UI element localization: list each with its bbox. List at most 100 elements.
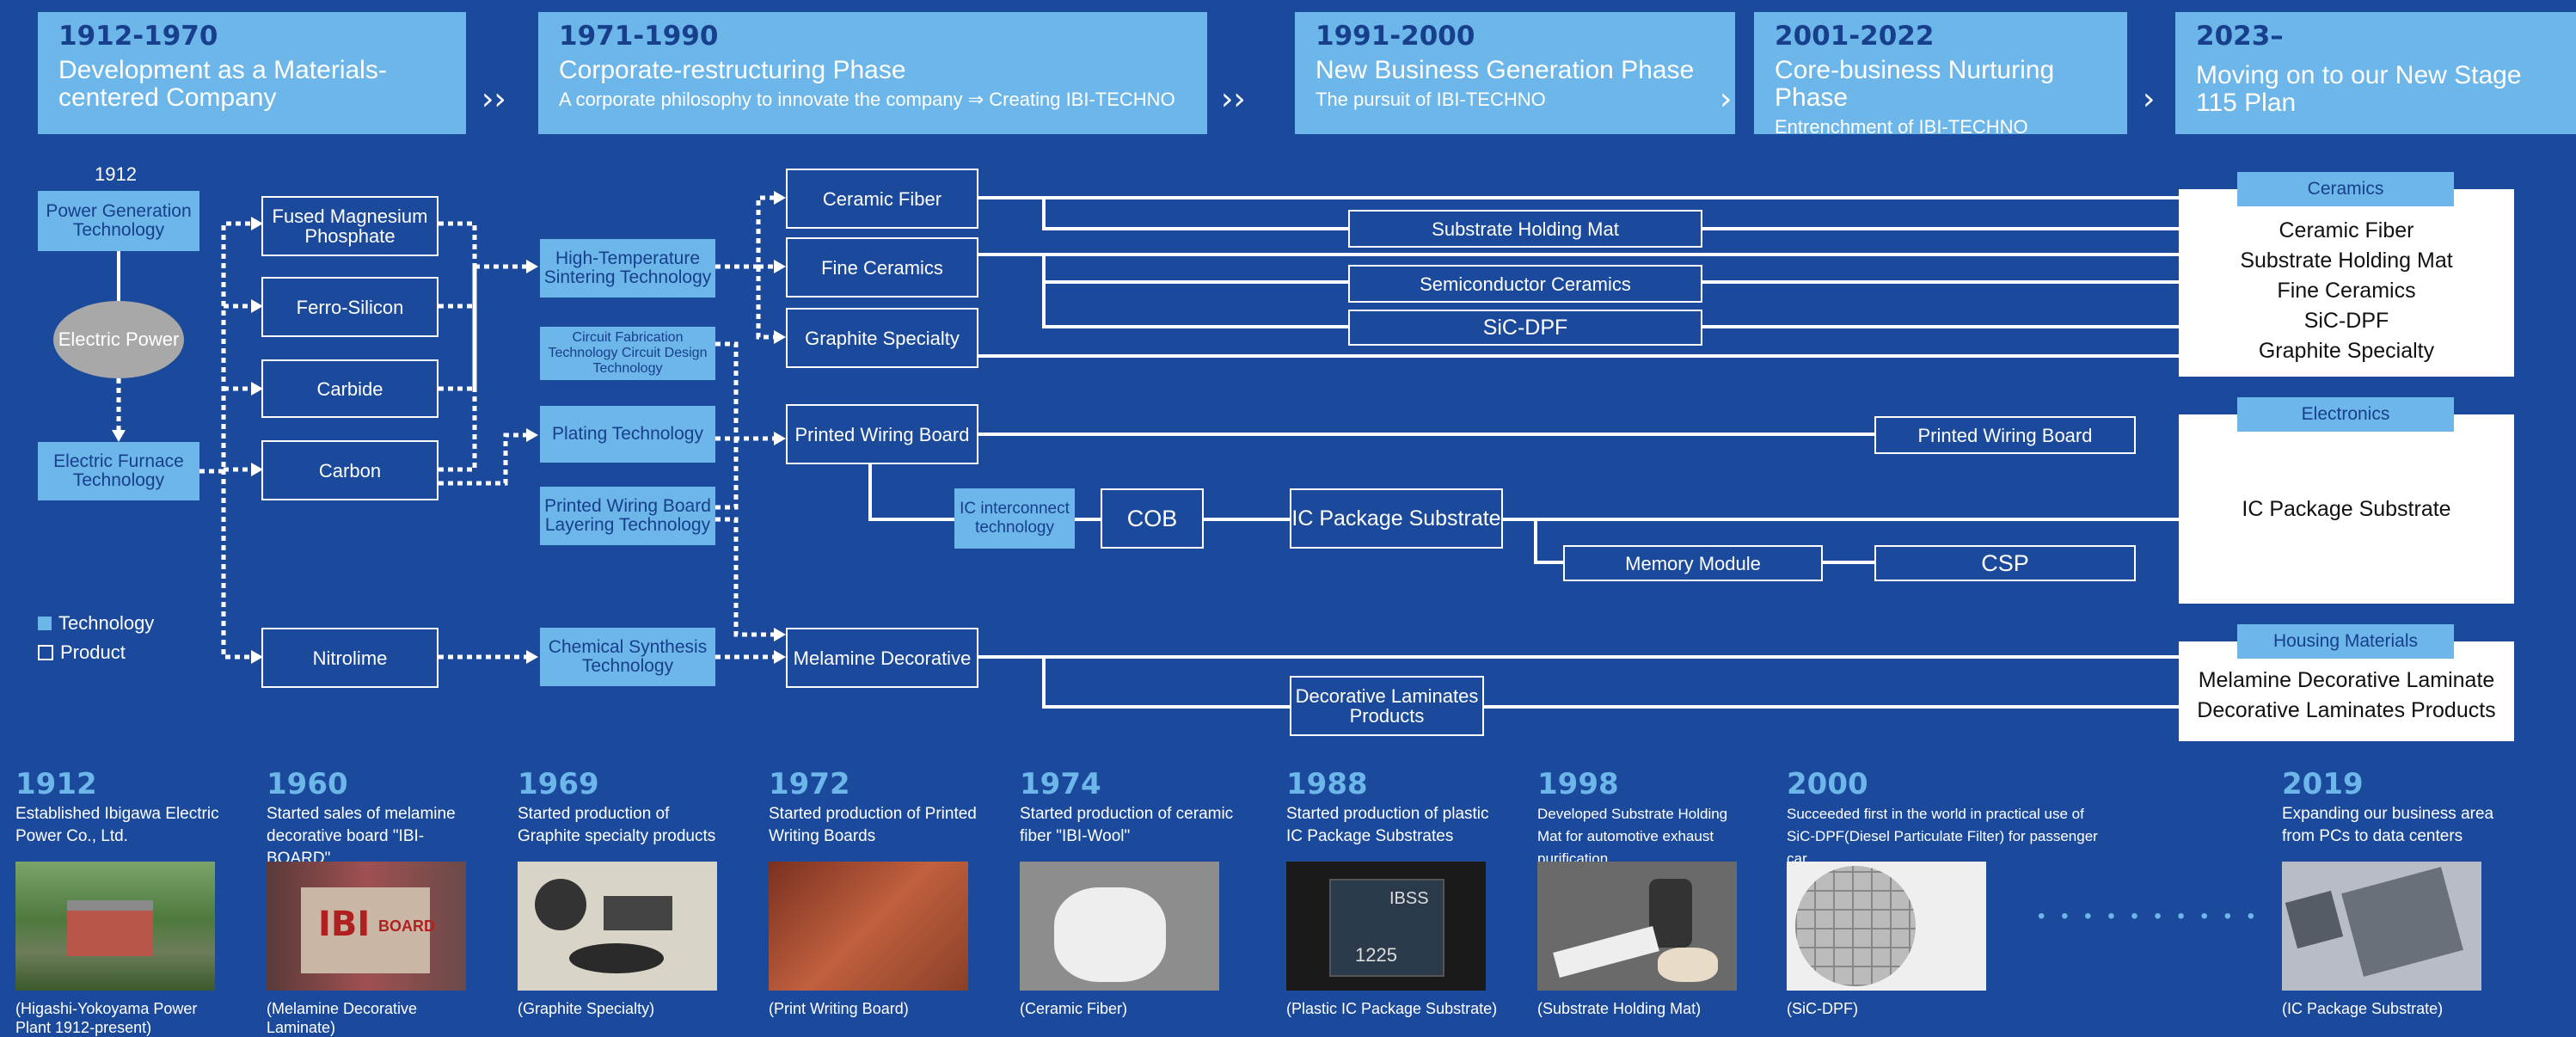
phase-1912-1970: 1912-1970 Development as a Materials-cen… (38, 12, 466, 134)
chip-top-text: IBSS (1389, 889, 1429, 908)
product-sic-dpf: SiC-DPF (1348, 310, 1702, 346)
ibi-logo-text: IBI (318, 905, 371, 944)
chevron-right-icon: ›› (481, 82, 506, 117)
legend-product-swatch (38, 645, 53, 660)
photo-substrate-holding-mat (1537, 862, 1737, 991)
milestone-year: 1969 (518, 767, 599, 801)
plating-technology: Plating Technology (540, 406, 715, 463)
timeline-ellipsis: • • • • • • • • • • (2038, 905, 2260, 928)
phase-subtitle: A corporate philosophy to innovate the c… (559, 89, 1175, 110)
product-cob: COB (1101, 488, 1204, 549)
product-printed-wiring-board: Printed Wiring Board (786, 404, 978, 464)
phase-title: Core-business Nurturing Phase (1775, 56, 2055, 112)
photo-ic-package-2019 (2282, 862, 2481, 991)
photo-melamine-board: IBI BOARD (267, 862, 466, 991)
product-nitrolime: Nitrolime (261, 628, 439, 688)
phase-year: 1971-1990 (559, 21, 719, 52)
photo-sic-dpf (1787, 862, 1986, 991)
board-logo-text: BOARD (378, 917, 435, 935)
category-ceramics-box: Ceramic Fiber Substrate Holding Mat Fine… (2179, 189, 2514, 377)
milestone-caption: (Higashi-Yokoyama Power Plant 1912-prese… (15, 1000, 198, 1036)
ic-interconnect-technology: IC interconnect technology (954, 488, 1075, 549)
product-melamine-decorative: Melamine Decorative (786, 628, 978, 688)
milestone-year: 2019 (2282, 767, 2364, 801)
legend-product: Product (38, 641, 126, 664)
phase-title: Corporate-restructuring Phase (559, 56, 906, 84)
electric-furnace-technology: Electric Furnace Technology (38, 442, 199, 500)
milestone-desc: Started production of ceramic fiber "IBI… (1020, 805, 1234, 845)
legend-product-label: Product (60, 641, 126, 663)
phase-subtitle: The pursuit of IBI-TECHNO (1316, 89, 1546, 110)
milestone-year: 1974 (1020, 767, 1101, 801)
milestone-1912: 1912 Established Ibigawa Electric Power … (15, 767, 230, 1037)
category-item: Fine Ceramics (2277, 278, 2416, 303)
milestone-1998: 1998 Developed Substrate Holding Mat for… (1537, 767, 1752, 1018)
phase-year: 2023– (2196, 21, 2284, 52)
legend-technology-label: Technology (58, 612, 155, 634)
milestone-year: 1972 (769, 767, 850, 801)
milestone-year: 2000 (1787, 767, 1868, 801)
category-item: Graphite Specialty (2258, 338, 2435, 363)
photo-power-plant (15, 862, 215, 991)
photo-ic-package: IBSS 1225 (1286, 862, 1486, 991)
milestone-2000: 2000 Succeeded first in the world in pra… (1787, 767, 2113, 1018)
category-electronics-label: Electronics (2237, 397, 2454, 432)
product-decorative-laminates: Decorative Laminates Products (1290, 676, 1484, 736)
milestone-1972: 1972 Started production of Printed Writi… (769, 767, 984, 1018)
milestone-caption: (Melamine Decorative Laminate) (267, 1000, 418, 1036)
milestone-2019: 2019 Expanding our business area from PC… (2282, 767, 2497, 1018)
phase-title: New Business Generation Phase (1316, 56, 1695, 84)
photo-printed-wiring-board (769, 862, 968, 991)
phase-year: 1912-1970 (58, 21, 218, 52)
start-year: 1912 (95, 163, 137, 185)
power-generation-technology: Power Generation Technology (38, 191, 199, 251)
milestone-desc: Expanding our business area from PCs to … (2282, 805, 2494, 845)
product-substrate-holding-mat: Substrate Holding Mat (1348, 210, 1702, 248)
category-item: Melamine Decorative Laminate (2198, 668, 2495, 692)
phase-2023: 2023– Moving on to our New Stage 115 Pla… (2175, 12, 2576, 134)
milestone-desc: Started production of Graphite specialty… (518, 805, 716, 845)
milestone-desc: Started production of Printed Writing Bo… (769, 805, 977, 845)
phase-1971-1990: 1971-1990 Corporate-restructuring Phase … (538, 12, 1207, 134)
milestone-caption: (SiC-DPF) (1787, 1000, 1858, 1017)
category-item: Decorative Laminates Products (2197, 698, 2496, 722)
product-memory-module: Memory Module (1563, 545, 1823, 581)
milestone-1988: 1988 Started production of plastic IC Pa… (1286, 767, 1501, 1018)
milestone-1969: 1969 Started production of Graphite spec… (518, 767, 733, 1018)
milestone-caption: (Plastic IC Package Substrate) (1286, 1000, 1498, 1017)
product-semiconductor-ceramics: Semiconductor Ceramics (1348, 265, 1702, 303)
photo-graphite (518, 862, 717, 991)
category-housing-box: Melamine Decorative Laminate Decorative … (2179, 641, 2514, 741)
product-carbon: Carbon (261, 440, 439, 500)
category-item: SiC-DPF (2303, 308, 2389, 333)
milestone-desc: Started sales of melamine decorative boa… (267, 805, 456, 868)
phase-subtitle: Entrenchment of IBI-TECHNO (1775, 116, 2028, 138)
legend-technology-swatch (38, 617, 52, 630)
milestone-year: 1988 (1286, 767, 1368, 801)
circuit-fabrication-technology: Circuit Fabrication Technology Circuit D… (540, 327, 715, 380)
electric-power: Electric Power (53, 301, 184, 378)
milestone-desc: Developed Substrate Holding Mat for auto… (1537, 806, 1728, 867)
photo-ceramic-fiber (1020, 862, 1219, 991)
category-item: Substrate Holding Mat (2240, 248, 2453, 273)
milestone-year: 1912 (15, 767, 97, 801)
phase-title: Moving on to our New Stage 115 Plan (2196, 61, 2522, 117)
category-item: IC Package Substrate (2242, 496, 2451, 521)
phase-title: Development as a Materials-centered Comp… (58, 56, 387, 112)
product-csp: CSP (1874, 545, 2136, 581)
milestone-caption: (Ceramic Fiber) (1020, 1000, 1128, 1017)
milestone-desc: Succeeded first in the world in practica… (1787, 806, 2098, 867)
product-fine-ceramics: Fine Ceramics (786, 237, 978, 298)
milestone-caption: (IC Package Substrate) (2282, 1000, 2444, 1017)
milestone-caption: (Print Writing Board) (769, 1000, 909, 1017)
phase-year: 1991-2000 (1316, 21, 1475, 52)
product-graphite-specialty: Graphite Specialty (786, 308, 978, 368)
milestone-1974: 1974 Started production of ceramic fiber… (1020, 767, 1235, 1018)
legend-technology: Technology (38, 612, 154, 635)
milestone-1960: 1960 Started sales of melamine decorativ… (267, 767, 481, 1037)
product-ferro-silicon: Ferro-Silicon (261, 277, 439, 337)
phase-1991-2000: 1991-2000 New Business Generation Phase … (1295, 12, 1735, 134)
phase-year: 2001-2022 (1775, 21, 1935, 52)
product-ceramic-fiber: Ceramic Fiber (786, 169, 978, 229)
